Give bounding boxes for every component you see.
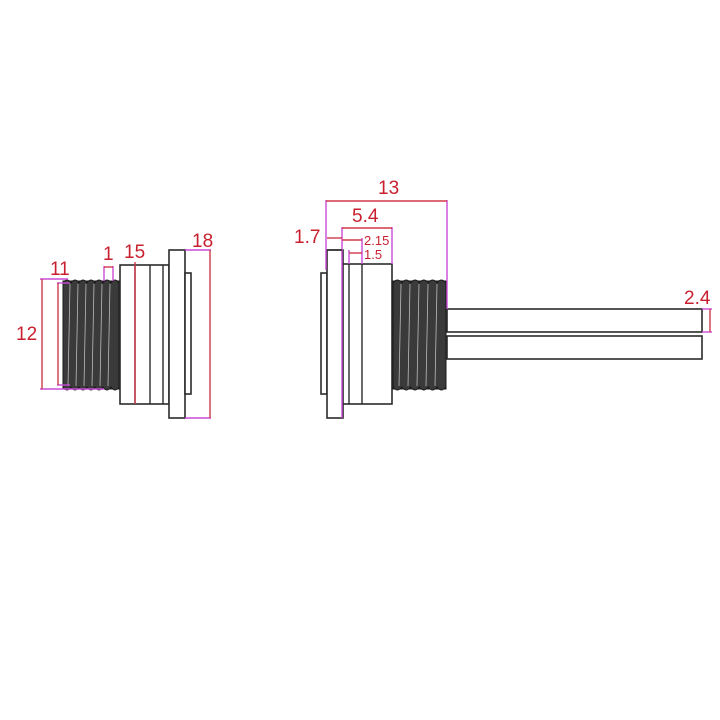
right-thread: [392, 279, 447, 391]
dim-label-flange-diameter: 18: [192, 231, 213, 252]
right-view: [320, 249, 703, 419]
dim-label-thread-gap: 1: [103, 244, 114, 265]
right-flange: [326, 249, 344, 419]
left-body: [119, 264, 170, 405]
dim-label-step-a: 2.15: [364, 233, 389, 248]
dim-label-thread-length: 11: [50, 259, 70, 280]
right-back-lip: [320, 272, 328, 395]
dim-label-flange-thickness: 1.7: [294, 227, 320, 248]
dim-label-pin-width: 2.4: [684, 288, 711, 309]
pin-top: [446, 308, 703, 333]
pin-bottom: [446, 335, 703, 360]
dim-label-thread-diameter: 12: [16, 324, 37, 345]
left-flange-lip: [184, 272, 192, 395]
left-flange: [168, 249, 186, 419]
right-body: [342, 263, 393, 405]
left-view: [62, 249, 192, 419]
dim-label-step-b: 1.5: [364, 247, 382, 262]
dim-label-overall-length: 13: [378, 178, 399, 199]
right-dimensions: [325, 200, 712, 418]
dim-label-body-diameter: 15: [124, 242, 145, 263]
left-dimensions: [40, 249, 211, 419]
left-thread: [62, 279, 120, 391]
dim-label-body-length: 5.4: [352, 206, 379, 227]
